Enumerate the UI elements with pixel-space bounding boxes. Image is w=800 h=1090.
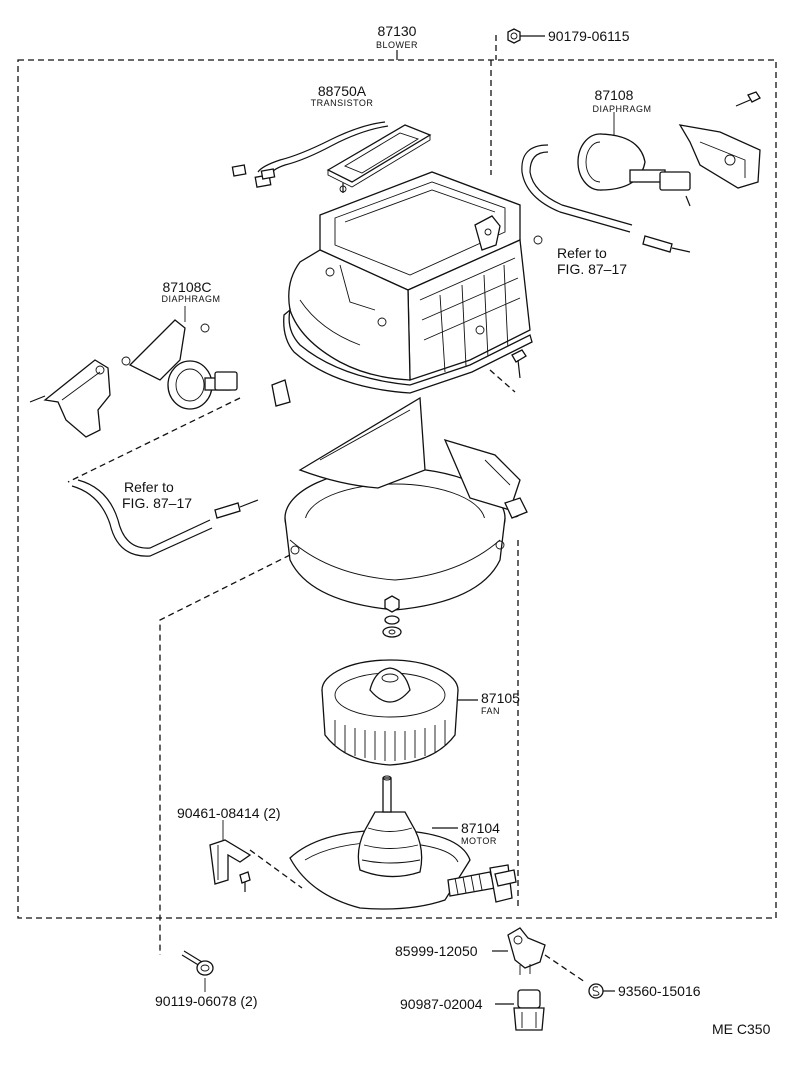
bolt-top-icon <box>507 28 545 44</box>
screw-right-icon <box>489 349 527 393</box>
socket-icon <box>495 989 545 1031</box>
screw-part-number: 93560-15016 <box>618 983 701 999</box>
diaphragm-name: DIAPHRAGM <box>592 104 651 114</box>
diaphragm-right-icon <box>521 91 761 253</box>
socket-part-number: 90987-02004 <box>400 996 483 1012</box>
fan-part-number: 87105 <box>481 690 520 706</box>
bolt-bottom-icon <box>181 950 214 992</box>
fan-icon <box>321 659 478 766</box>
labels: 87130 BLOWER 90179-06115 88750A TRANSIST… <box>122 23 771 1037</box>
motor-part-number: 87104 <box>461 820 500 836</box>
screw-s-icon <box>588 983 615 999</box>
assembly-frame <box>17 35 777 919</box>
blower-lower-case-icon <box>284 396 528 611</box>
refer-right-line1: Refer to <box>557 245 607 261</box>
refer-right-line2: FIG. 87–17 <box>557 261 627 277</box>
transistor-icon <box>231 121 432 193</box>
motor-icon <box>289 775 517 910</box>
hose-left-icon <box>71 479 259 557</box>
fan-nut-icon <box>382 595 402 638</box>
diaphragm-c-name: DIAPHRAGM <box>161 294 220 304</box>
diaphragm-part-number: 87108 <box>595 87 634 103</box>
fan-name: FAN <box>481 706 500 716</box>
blower-upper-case-icon <box>283 171 543 394</box>
refer-left-line2: FIG. 87–17 <box>122 495 192 511</box>
blower-part-number: 87130 <box>378 23 417 39</box>
guide-lines <box>159 540 519 955</box>
transistor-name: TRANSISTOR <box>311 98 374 108</box>
refer-left-line1: Refer to <box>124 479 174 495</box>
bolt-top-part-number: 90179-06115 <box>548 28 630 44</box>
motor-name: MOTOR <box>461 836 497 846</box>
bolt-bottom-part-number: 90119-06078 (2) <box>155 993 257 1009</box>
connector-part-number: 85999-12050 <box>395 943 478 959</box>
diaphragm-c-part-number: 87108C <box>162 279 211 295</box>
clamp-part-number: 90461-08414 (2) <box>177 805 281 821</box>
transistor-part-number: 88750A <box>318 83 367 99</box>
figure-code: ME C350 <box>712 1021 771 1037</box>
diaphragm-left-icon <box>29 306 291 483</box>
blower-name: BLOWER <box>376 40 418 50</box>
connector-icon <box>492 927 586 983</box>
clamp-icon <box>209 820 303 892</box>
